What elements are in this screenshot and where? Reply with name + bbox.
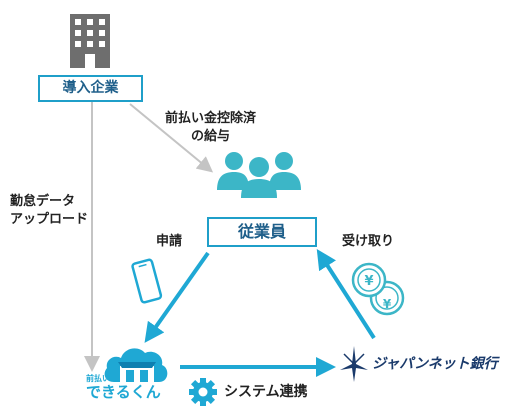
- cloud-shop-icon: [104, 348, 168, 382]
- attendance-label-line2: アップロード: [10, 212, 89, 227]
- employee-label: 従業員: [237, 222, 286, 241]
- people-icon: [217, 152, 301, 198]
- apply-arrow: [144, 251, 210, 343]
- smartphone-icon: [131, 258, 163, 304]
- bank-name: ジャパンネット銀行: [372, 356, 498, 372]
- coins-icon: ¥ ¥: [351, 262, 405, 316]
- salary-label-line1: 前払い金控除済: [164, 111, 256, 126]
- attendance-label: 勤怠データ アップロード: [10, 193, 90, 229]
- apply-label: 申請: [156, 234, 183, 249]
- bank-logo-icon: [340, 346, 368, 382]
- company-label: 導入企業: [62, 80, 119, 96]
- app-brand: 前払い できるくん: [86, 374, 186, 402]
- app-brand-name: できるくん: [86, 383, 161, 401]
- salary-arrow: [129, 103, 214, 173]
- building-icon: [70, 14, 110, 68]
- salary-label-line2: の給与: [190, 129, 230, 144]
- gear-icon: [189, 378, 217, 406]
- coin-symbol-2: ¥: [383, 297, 392, 311]
- salary-label: 前払い金控除済 の給与: [148, 110, 273, 146]
- coin-symbol-1: ¥: [364, 274, 373, 289]
- receive-arrow: [316, 248, 376, 340]
- company-box: 導入企業: [38, 75, 143, 102]
- attendance-label-line1: 勤怠データ: [10, 194, 76, 209]
- receive-label: 受け取り: [342, 234, 395, 249]
- system-link-label: システム連携: [224, 384, 308, 400]
- app-brand-small: 前払い: [86, 374, 110, 383]
- employee-box: 従業員: [207, 217, 317, 247]
